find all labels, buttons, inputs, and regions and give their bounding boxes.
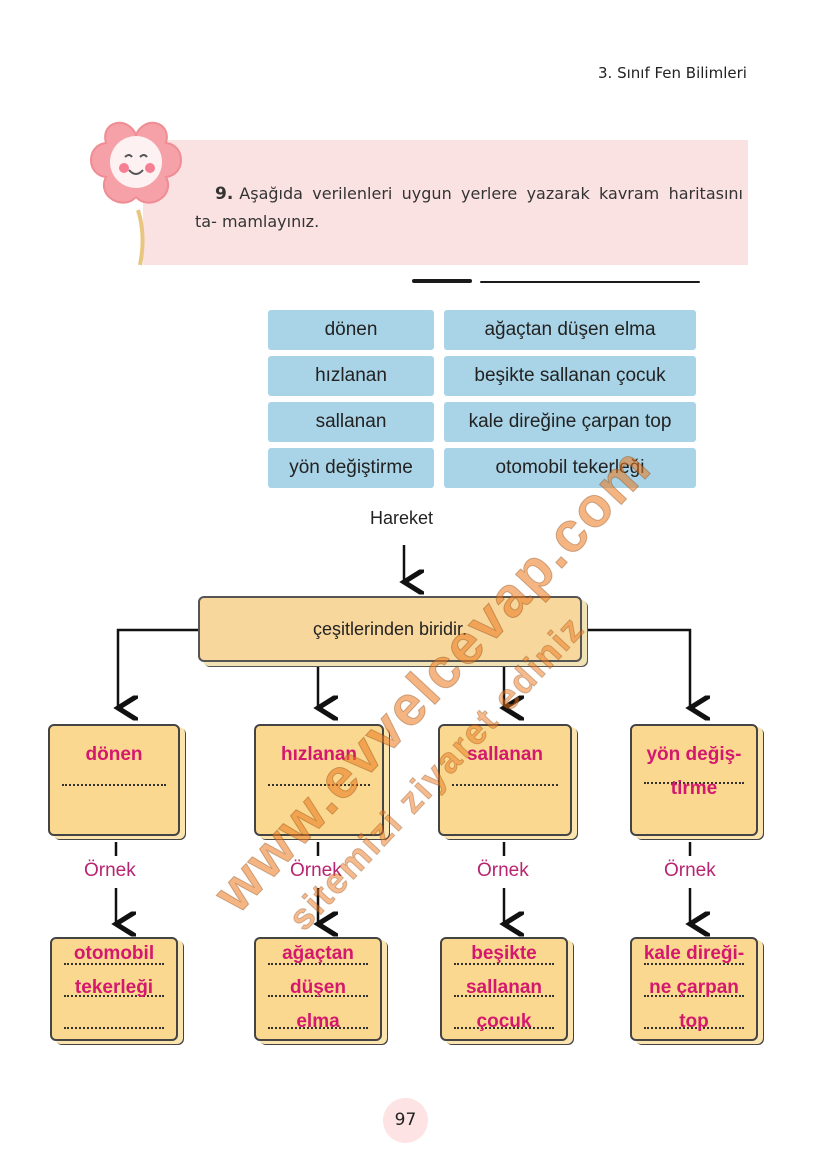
concept-center-text: çeşitlerinden biridir. xyxy=(312,618,468,639)
example-answer: elma xyxy=(296,1011,340,1032)
arrow-down-icon xyxy=(118,628,198,708)
question-number: 9. xyxy=(215,184,234,204)
example-label: Örnek xyxy=(290,860,342,881)
example-answer: kale direği- xyxy=(643,943,745,964)
example-answer: ağaçtan xyxy=(282,943,354,964)
example-answer: tekerleği xyxy=(74,977,154,998)
example-card: beşikte sallanan çocuk xyxy=(440,937,568,1041)
concept-center-box: çeşitlerinden biridir. xyxy=(198,596,582,662)
page-number-badge xyxy=(383,1098,428,1143)
flower-icon xyxy=(90,121,182,266)
type-card: dönen xyxy=(48,724,180,836)
type-answer: yön değiş- xyxy=(646,744,742,765)
type-answer: tirme xyxy=(670,778,718,799)
subject-header: 3. Sınıf Fen Bilimleri xyxy=(598,64,747,82)
example-answer: sallanan xyxy=(465,977,543,998)
example-answer: çocuk xyxy=(476,1011,532,1032)
example-answer: düşen xyxy=(290,977,346,998)
page-number: 97 xyxy=(394,1110,417,1130)
question-instruction: Aşağıda verilenleri uygun yerlere yazara… xyxy=(195,184,743,231)
example-answer: beşikte xyxy=(471,943,537,964)
arrow-down-icon xyxy=(580,628,690,708)
word-box: otomobil tekerleği xyxy=(444,448,696,488)
type-answer: sallanan xyxy=(466,744,544,765)
type-answer: dönen xyxy=(85,744,143,765)
example-label: Örnek xyxy=(664,860,716,881)
example-answer: top xyxy=(679,1011,709,1032)
type-card: sallanan xyxy=(438,724,572,836)
example-card: kale direği- ne çarpan top xyxy=(630,937,758,1041)
question-panel xyxy=(143,140,748,265)
type-card: yön değiş- tirme xyxy=(630,724,758,836)
divider-line xyxy=(412,279,472,283)
example-card: otomobil tekerleği xyxy=(50,937,178,1041)
word-box: beşikte sallanan çocuk xyxy=(444,356,696,396)
word-box: kale direğine çarpan top xyxy=(444,402,696,442)
word-box: dönen xyxy=(268,310,434,350)
word-box: hızlanan xyxy=(268,356,434,396)
example-label: Örnek xyxy=(477,860,529,881)
concept-root: Hareket xyxy=(370,508,434,528)
question-text: 9.Aşağıda verilenleri uygun yerlere yaza… xyxy=(195,180,743,236)
word-box: ağaçtan düşen elma xyxy=(444,310,696,350)
example-answer: otomobil xyxy=(73,943,155,964)
example-answer: ne çarpan xyxy=(649,977,739,998)
example-card: ağaçtan düşen elma xyxy=(254,937,382,1041)
word-box: yön değiştirme xyxy=(268,448,434,488)
type-card: hızlanan xyxy=(254,724,384,836)
divider-line xyxy=(480,281,700,283)
type-answer: hızlanan xyxy=(280,744,357,765)
example-label: Örnek xyxy=(84,860,136,881)
word-box: sallanan xyxy=(268,402,434,442)
